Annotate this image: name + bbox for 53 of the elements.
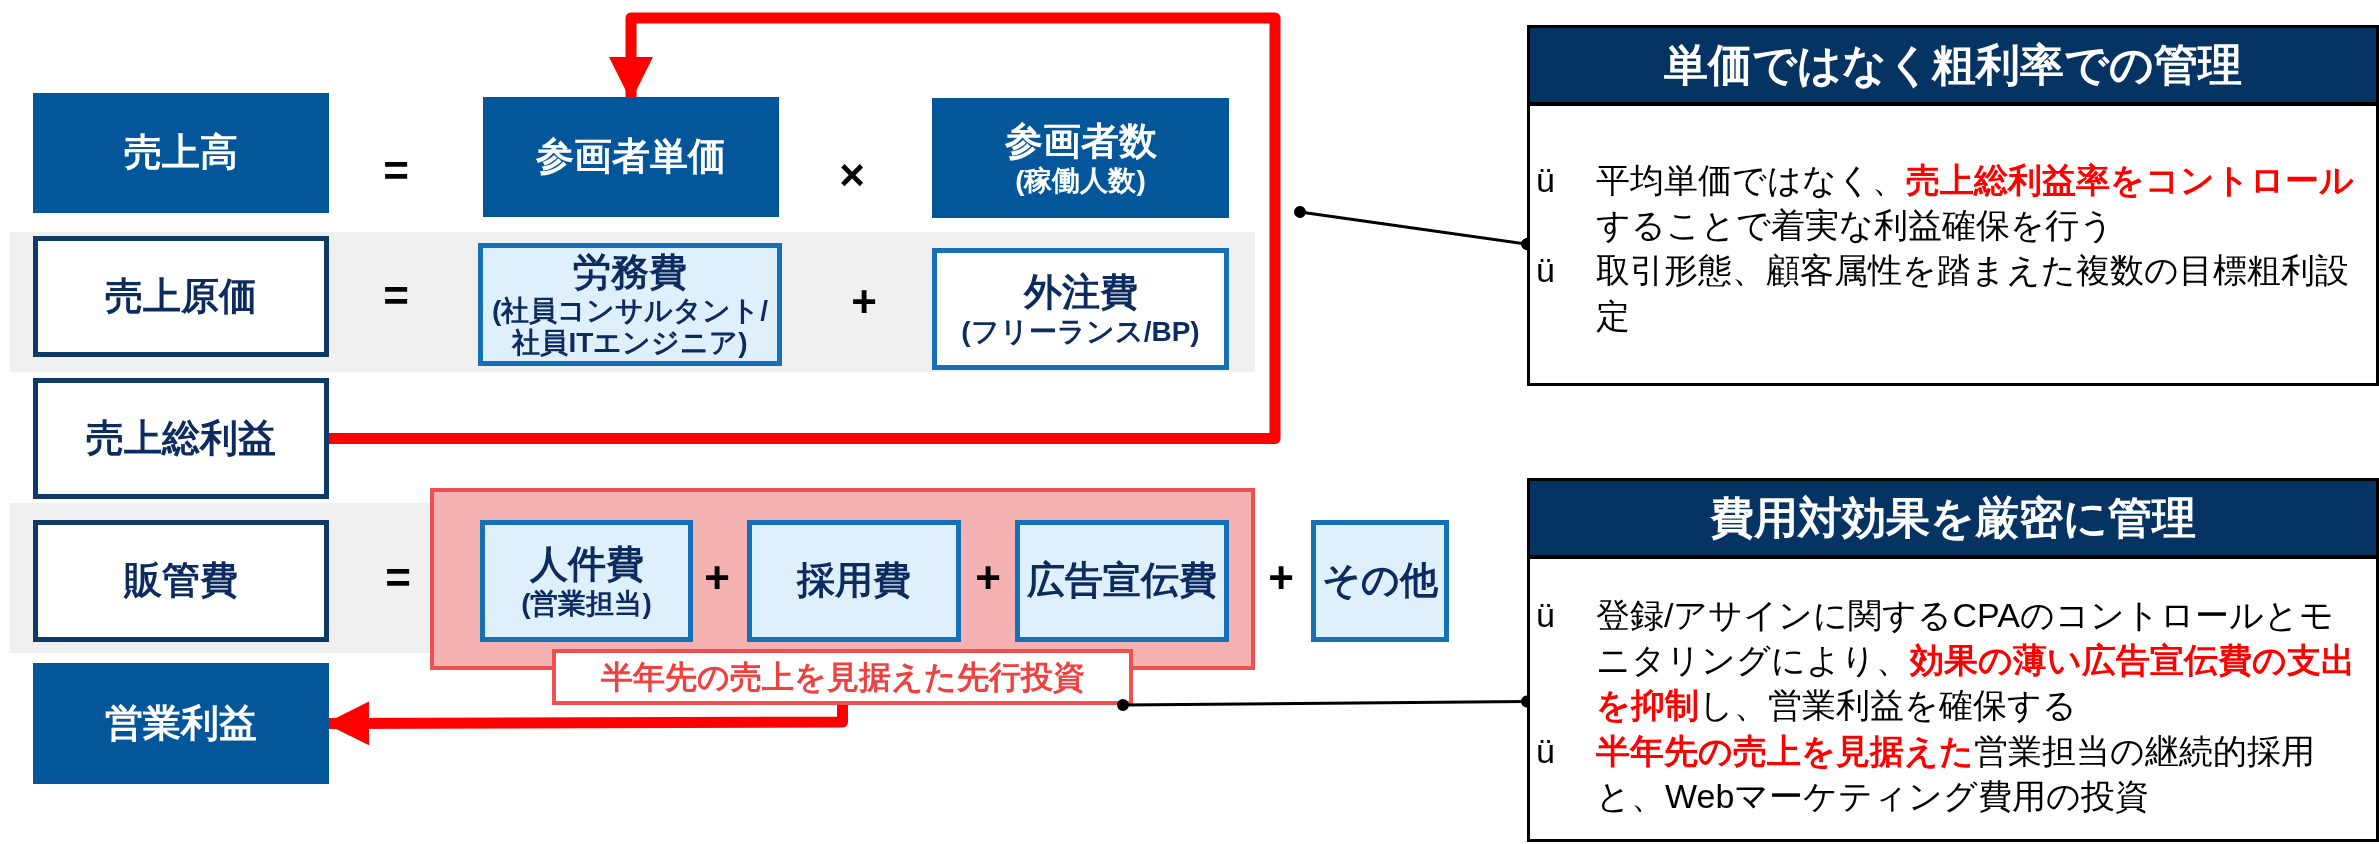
factor-box: [932, 98, 1229, 218]
box-label: 広告宣伝費: [1027, 558, 1217, 604]
result-box: [33, 663, 329, 784]
panel-heading: 単価ではなく粗利率での管理: [1530, 28, 2376, 106]
expense-box: [480, 520, 693, 642]
info-panel: [1527, 25, 2379, 386]
box-label: 売上原価: [105, 273, 257, 319]
panel-heading: 費用対効果を厳密に管理: [1530, 481, 2376, 559]
box-label: 労務費: [573, 249, 687, 295]
expense-box: [747, 520, 961, 642]
group-label: 半年先の売上を見据えた先行投資: [552, 649, 1133, 705]
bullet-mark: ü: [1535, 160, 1556, 201]
box-label: 参画者数: [1004, 119, 1157, 165]
box-label: その他: [1322, 558, 1438, 604]
arrow: [329, 12, 1281, 444]
bullet-text: 取引形態、顧客属性を踏まえた複数の目標粗利設定: [1596, 250, 2350, 337]
bullet-mark: ü: [1535, 595, 1556, 636]
box-label: 売上総利益: [86, 415, 276, 461]
expense-box: [1311, 520, 1449, 642]
box-label: 売上高: [124, 130, 238, 176]
info-panel: [1527, 478, 2379, 842]
operator-sign: +: [1268, 553, 1294, 603]
bullet-mark: ü: [1535, 730, 1556, 772]
cost-box: [33, 236, 329, 357]
box-label: 採用費: [797, 558, 911, 604]
box-label: 販管費: [124, 558, 238, 604]
box-label: (営業担当): [521, 587, 652, 620]
expense-box: [1015, 520, 1229, 642]
operator-sign: +: [704, 553, 730, 603]
box-label: 人件費: [529, 542, 644, 588]
box-label: 外注費: [1023, 270, 1138, 316]
bullet-text: 半年先の売上を見据えた営業担当の継続的採用と、Webマーケティング費用の投資: [1596, 730, 2316, 817]
result-box: [33, 93, 329, 213]
box-label: (フリーランス/BP): [961, 315, 1200, 348]
bullet-text: 平均単価ではなく、売上総利益率をコントロールすることで着実な利益確保を行う: [1596, 160, 2355, 247]
box-label: (稼働人数): [1015, 164, 1146, 197]
cost-item-box: [932, 248, 1229, 370]
operator-sign: =: [383, 146, 409, 196]
profit-box: [33, 378, 329, 499]
investment-group: [430, 488, 1255, 705]
cost-box: [33, 520, 329, 642]
factor-box: [483, 97, 779, 217]
box-label: 営業利益: [105, 700, 257, 746]
bullet-mark: ü: [1535, 250, 1556, 292]
operator-sign: +: [851, 277, 877, 327]
box-label: 参画者単価: [536, 134, 726, 180]
operator-sign: =: [383, 271, 409, 321]
operator-sign: ×: [839, 150, 865, 200]
box-label: (社員コンサルタント/社員ITエンジニア): [490, 295, 770, 360]
bullet-text: 登録/アサインに関するCPAのコントロールとモニタリングにより、効果の薄い広告宣伝費の支出を抑制し、営業利益を確保する: [1596, 595, 2356, 727]
operator-sign: =: [385, 553, 411, 603]
operator-sign: +: [975, 553, 1001, 603]
cost-item-box: [478, 243, 782, 366]
